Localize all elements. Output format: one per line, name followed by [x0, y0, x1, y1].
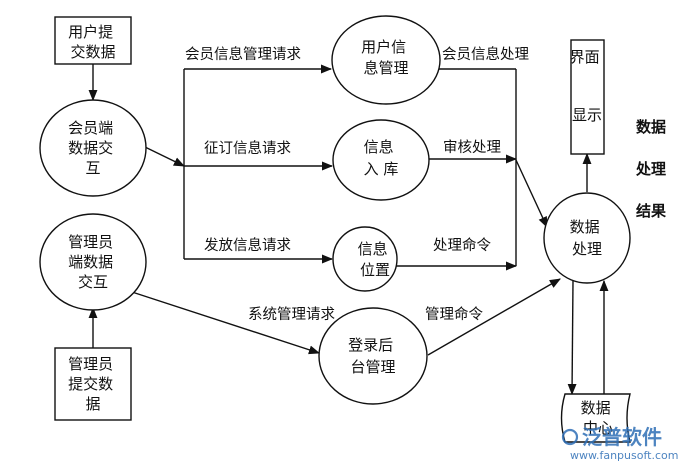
node-admin-submit-line3: 据 [85, 395, 100, 413]
node-data-center [560, 393, 631, 443]
side-label-2: 处理 [635, 160, 666, 178]
node-admin-submit [54, 347, 132, 421]
node-storage-line1: 信息 [364, 138, 394, 156]
node-user-submit-line1: 用户提 [68, 23, 113, 41]
node-storage-line2: 入 库 [364, 160, 399, 178]
watermark: 泛普软件 www.fanpusoft.com [561, 425, 678, 462]
svg-text:用户提 交数据: 用户提 交数据 [68, 23, 118, 61]
node-user-info-mgmt-line1: 用户信 [361, 38, 406, 56]
svg-text:管理员 提交数 据: 管理员 提交数 据 [68, 355, 118, 413]
svg-text:用户信 息管理: 用户信 息管理 [361, 38, 411, 77]
label-order-info-request: 征订信息请求 [204, 140, 291, 157]
node-position-line1: 信息 [358, 240, 388, 258]
label-system-mgmt-request: 系统管理请求 [248, 306, 335, 323]
edge-admin-to-login [131, 291, 321, 355]
label-member-info-request: 会员信息管理请求 [185, 46, 301, 63]
node-admin-interact-line1: 管理员 [68, 233, 113, 251]
svg-text:会员端 数据交 互: 会员端 数据交 互 [68, 119, 118, 177]
node-admin-submit-line2: 提交数 [68, 375, 113, 393]
node-user-info-mgmt-line2: 息管理 [363, 59, 408, 77]
svg-text:数据 中心: 数据 中心 [581, 399, 616, 437]
edge-processing-to-center [567, 280, 577, 396]
watermark-logo-icon [561, 428, 579, 446]
label-review-processing: 审核处理 [443, 139, 501, 156]
node-user-info-mgmt [331, 15, 441, 105]
watermark-brand: 泛普软件 [582, 425, 662, 449]
edge-right-bus-to-processing [515, 159, 548, 229]
node-admin-interact-line2: 端数据 [68, 253, 113, 271]
node-admin-interact [39, 213, 147, 311]
node-ui-display [570, 39, 605, 155]
node-data-processing-line2: 处理 [572, 240, 602, 258]
node-data-processing [543, 192, 631, 284]
svg-text:登录后 台管理: 登录后 台管理 [348, 336, 398, 376]
node-ui-display-line2: 显示 [572, 106, 602, 124]
node-member-interact-line1: 会员端 [68, 119, 113, 137]
watermark-url: www.fanpusoft.com [570, 449, 678, 462]
node-position [332, 226, 398, 292]
node-admin-interact-line3: 交互 [78, 273, 108, 291]
node-login-backend-line1: 登录后 [348, 336, 393, 354]
svg-text:信息 入 库: 信息 入 库 [364, 138, 399, 178]
svg-text:界面 显示: 界面 显示 [570, 48, 605, 124]
label-release-info-request: 发放信息请求 [204, 237, 291, 254]
side-label-3: 结果 [636, 202, 667, 220]
node-member-interact-line2: 数据交 [68, 139, 113, 157]
node-member-interact [39, 99, 147, 197]
node-ui-display-line1: 界面 [570, 48, 600, 66]
edge-member-to-junction [144, 146, 186, 167]
edge-login-to-processing [427, 278, 561, 356]
svg-text:数据 处理: 数据 处理 [570, 218, 605, 258]
node-admin-submit-line1: 管理员 [68, 355, 113, 373]
node-data-center-line1: 数据 [581, 399, 611, 417]
svg-text:管理员 端数据 交互: 管理员 端数据 交互 [68, 233, 118, 291]
svg-text:信息 位置: 信息 位置 [358, 240, 393, 279]
node-user-submit-line2: 交数据 [70, 43, 115, 61]
node-storage [332, 119, 430, 201]
node-user-submit [54, 16, 132, 65]
node-login-backend [318, 307, 428, 405]
node-position-line2: 位置 [360, 261, 390, 279]
node-data-processing-line1: 数据 [570, 218, 600, 236]
label-process-command: 处理命令 [433, 236, 491, 254]
node-login-backend-line2: 台管理 [350, 358, 395, 376]
label-mgmt-command: 管理命令 [425, 305, 483, 323]
label-member-info-processing: 会员信息处理 [442, 46, 529, 63]
side-label-1: 数据 [636, 118, 666, 136]
node-member-interact-line3: 互 [85, 159, 100, 177]
node-data-center-line2: 中心 [583, 419, 613, 437]
